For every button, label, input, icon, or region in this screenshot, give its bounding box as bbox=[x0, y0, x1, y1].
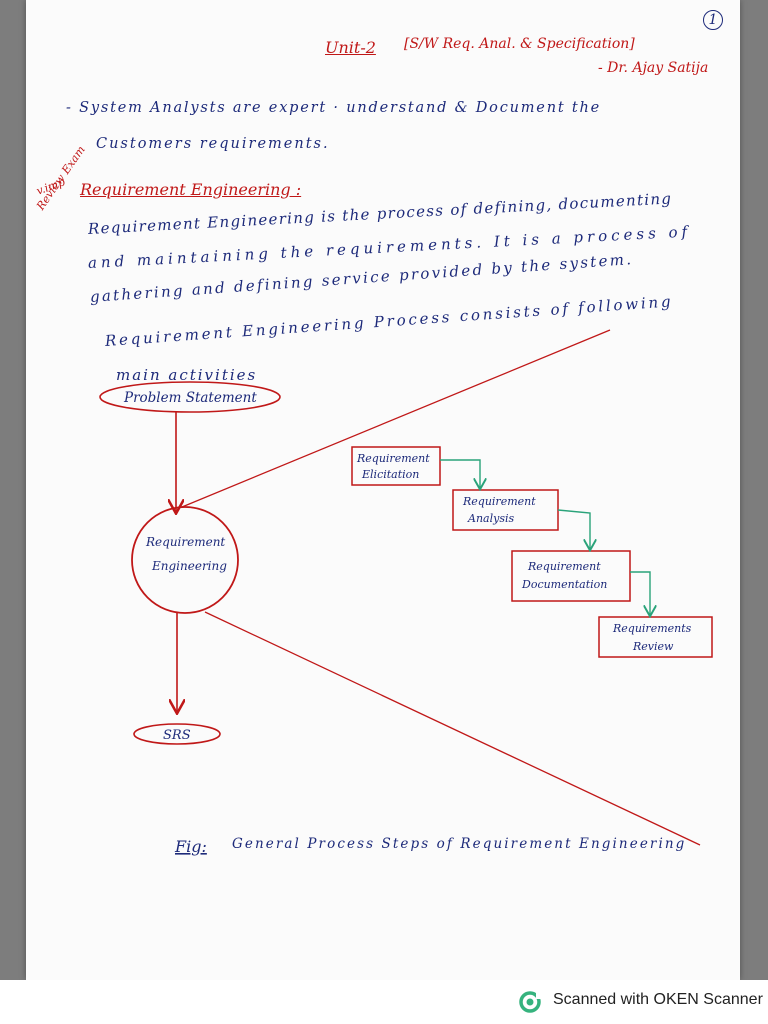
step-elicitation-line-1: Requirement bbox=[356, 452, 430, 465]
intro-line-1: - System Analysts are expert · understan… bbox=[66, 100, 602, 116]
step-review-line-2: Review bbox=[632, 640, 674, 653]
paragraph-line-5: main activities bbox=[116, 366, 258, 384]
srs-label: SRS bbox=[163, 728, 191, 743]
unit-label: Unit-2 bbox=[325, 38, 376, 57]
fan-line-lower bbox=[204, 611, 701, 846]
intro-line-2: Customers requirements. bbox=[96, 136, 330, 152]
connector-documentation-to-review bbox=[630, 571, 650, 615]
problem-statement-label: Problem Statement bbox=[123, 390, 257, 406]
re-label-line-2: Engineering bbox=[151, 559, 227, 573]
step-elicitation-line-2: Elicitation bbox=[361, 468, 419, 481]
scanner-watermark-text: Scanned with OKEN Scanner bbox=[553, 991, 763, 1008]
fan-line-upper bbox=[181, 329, 611, 508]
notebook-page bbox=[26, 0, 740, 980]
step-box-documentation bbox=[511, 550, 631, 602]
author-label: - Dr. Ajay Satija bbox=[598, 60, 709, 76]
connector-analysis-to-documentation bbox=[557, 509, 590, 549]
scanner-logo-icon bbox=[519, 991, 541, 1013]
requirement-engineering-circle bbox=[131, 506, 239, 614]
step-review-line-1: Requirements bbox=[612, 622, 692, 635]
page-number: 1 bbox=[703, 10, 723, 30]
srs-oval bbox=[133, 723, 221, 745]
connector-elicitation-to-analysis bbox=[440, 459, 480, 488]
step-documentation-line-1: Requirement bbox=[527, 560, 601, 573]
step-analysis-line-2: Analysis bbox=[467, 512, 514, 525]
subject-label: [S/W Req. Anal. & Specification] bbox=[404, 36, 635, 52]
step-analysis-line-1: Requirement bbox=[462, 495, 536, 508]
figure-caption-text: General Process Steps of Requirement Eng… bbox=[232, 836, 686, 852]
scanner-footer: Scanned with OKEN Scanner bbox=[0, 980, 768, 1024]
figure-caption-prefix: Fig: bbox=[174, 837, 207, 856]
section-heading: Requirement Engineering : bbox=[80, 180, 302, 199]
step-box-elicitation bbox=[351, 446, 441, 486]
re-label-line-1: Requirement bbox=[145, 535, 225, 549]
step-documentation-line-2: Documentation bbox=[521, 578, 607, 591]
problem-statement-oval bbox=[99, 381, 281, 413]
